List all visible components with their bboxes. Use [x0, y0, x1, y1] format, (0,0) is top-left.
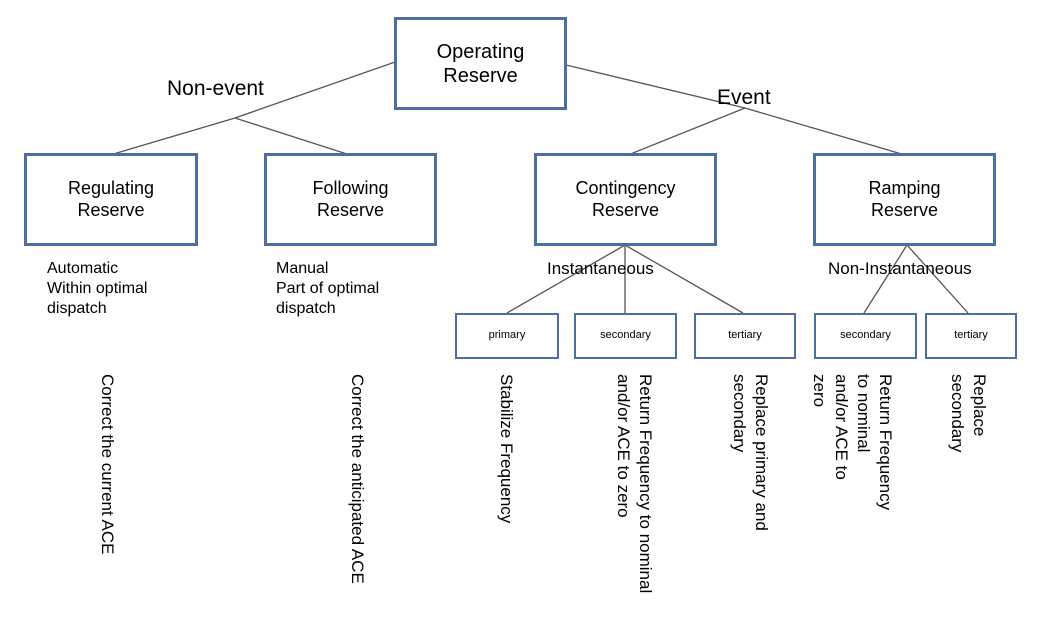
non-event-label: Non-event: [167, 77, 264, 100]
operating-reserve-box: Operating Reserve: [394, 17, 567, 110]
following-reserve-note: Manual Part of optimal dispatch: [276, 260, 380, 317]
line-event-contingency: [627, 107, 746, 156]
regulating-purpose-text: Correct the current ACE: [98, 374, 117, 555]
line-root-nonevent: [234, 61, 396, 119]
contingency-primary-box: primary: [455, 313, 559, 359]
contingency-tertiary-box: tertiary: [694, 313, 796, 359]
contingency-reserve-box: Contingency Reserve: [534, 153, 717, 246]
ramping-secondary-purpose-text: Return Frequency to nominal and/or ACE t…: [809, 374, 895, 511]
contingency-secondary-box: secondary: [574, 313, 677, 359]
event-label: Event: [717, 86, 771, 109]
contingency-secondary-purpose-text: Return Frequency to nominal and/or ACE t…: [613, 374, 655, 594]
line-contingency-primary: [506, 244, 626, 314]
regulating-reserve-note: Automatic Within optimal dispatch: [47, 260, 148, 317]
following-reserve-box: Following Reserve: [264, 153, 437, 246]
line-ramping-tertiary: [906, 244, 969, 314]
ramping-secondary-box: secondary: [814, 313, 917, 359]
instantaneous-label: Instantaneous: [547, 259, 654, 278]
line-event-ramping: [744, 107, 906, 156]
line-root-event: [565, 64, 746, 109]
ramping-tertiary-box: tertiary: [925, 313, 1017, 359]
line-nonevent-regulating: [109, 117, 236, 156]
line-nonevent-following: [234, 117, 351, 156]
following-purpose-text: Correct the anticipated ACE: [348, 374, 367, 584]
primary-purpose-text: Stabilize Frequency: [497, 374, 516, 524]
ramping-tertiary-purpose-text: Replace secondary: [947, 374, 989, 453]
regulating-reserve-box: Regulating Reserve: [24, 153, 198, 246]
ramping-reserve-box: Ramping Reserve: [813, 153, 996, 246]
non-instantaneous-label: Non-Instantaneous: [828, 259, 972, 278]
line-contingency-tertiary: [624, 244, 744, 314]
contingency-tertiary-purpose-text: Replace primary and secondary: [729, 374, 771, 531]
line-ramping-secondary: [863, 244, 908, 314]
